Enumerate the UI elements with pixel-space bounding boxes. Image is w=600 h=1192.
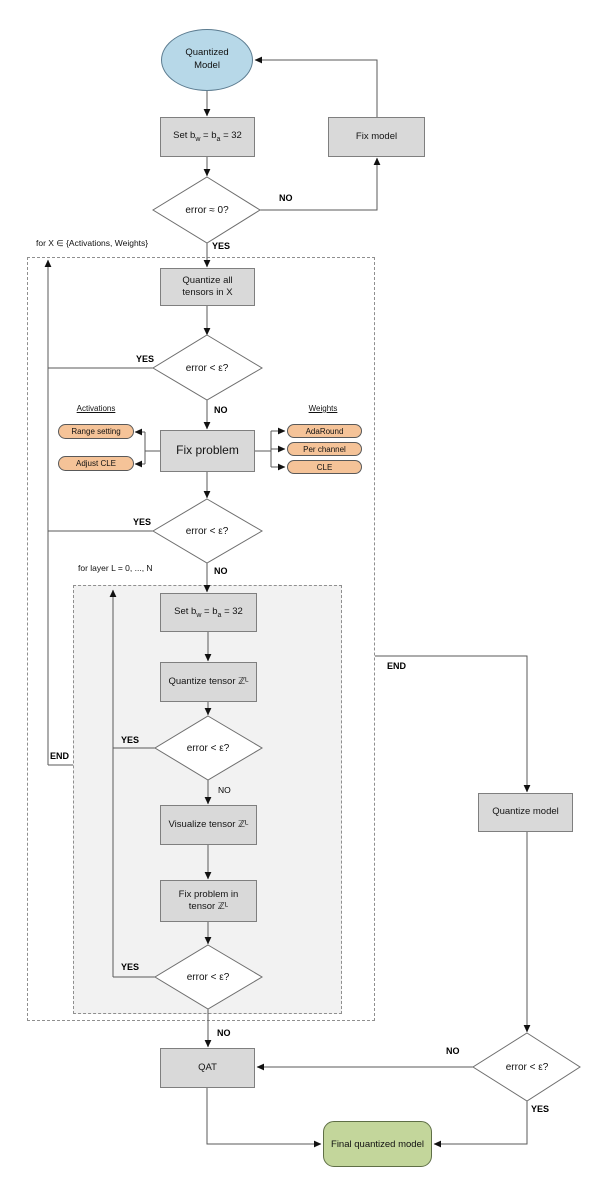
label-no-fix-model: NO (279, 193, 293, 203)
label-no-eps-4: NO (217, 1028, 231, 1038)
set-bitwidth-inner-text: Set bw = ba = 32 (174, 605, 243, 619)
fix-tensor-box: Fix problem in tensor ℤᴸ (160, 880, 257, 922)
label-end-inner-loop: END (50, 751, 70, 761)
label-yes-enter-loop: YES (212, 241, 231, 251)
label-no-eps-1: NO (214, 405, 228, 415)
decision-eps-4 (154, 944, 263, 1010)
label-yes-eps-2: YES (133, 517, 152, 527)
decision-error-zero (152, 176, 261, 244)
label-no-eps-5: NO (446, 1046, 460, 1056)
label-no-eps-2: NO (214, 566, 228, 576)
label-yes-eps-1: YES (136, 354, 155, 364)
label-yes-eps-5: YES (531, 1104, 550, 1114)
outer-loop-label: for X ∈ {Activations, Weights} (36, 238, 149, 248)
edge-d0-no-fixmodel (260, 157, 381, 211)
quantize-model-box: Quantize model (478, 793, 573, 832)
label-no-eps-3: NO (218, 785, 231, 795)
pill-per-channel: Per channel (287, 442, 362, 456)
pill-adjust-cle: Adjust CLE (58, 456, 134, 471)
start-node: Quantized Model (161, 29, 253, 91)
decision-eps-2 (152, 498, 263, 564)
decision-eps-1 (152, 334, 263, 401)
weights-group-title: Weights (308, 404, 338, 413)
edge-fixmodel-to-start (254, 56, 378, 117)
visualize-tensor-box: Visualize tensor ℤᴸ (160, 805, 257, 845)
pill-adaround: AdaRound (287, 424, 362, 438)
decision-eps-5 (472, 1032, 581, 1102)
pill-cle: CLE (287, 460, 362, 474)
inner-loop-label: for layer L = 0, ..., N (78, 563, 153, 573)
edge-qat-to-final (206, 1088, 322, 1148)
fix-problem-box: Fix problem (160, 430, 255, 472)
qat-box: QAT (160, 1048, 255, 1088)
label-end-outer-loop: END (387, 661, 407, 671)
pill-range-setting: Range setting (58, 424, 134, 439)
set-bitwidth-inner-box: Set bw = ba = 32 (160, 593, 257, 632)
edge-outer-end-to-qmodel (375, 655, 531, 793)
set-bitwidth-box: Set bw = ba = 32 (160, 117, 255, 157)
quantize-all-box: Quantize all tensors in X (160, 268, 255, 306)
activations-group-title: Activations (76, 404, 116, 413)
edge-d5-yes-to-final (433, 1101, 528, 1148)
quantize-tensor-box: Quantize tensor ℤᴸ (160, 662, 257, 702)
set-bitwidth-text: Set bw = ba = 32 (173, 130, 242, 143)
fix-model-box: Fix model (328, 117, 425, 157)
label-yes-eps-4: YES (121, 962, 140, 972)
final-model-box: Final quantized model (323, 1121, 432, 1167)
decision-eps-3 (154, 715, 263, 781)
label-yes-eps-3: YES (121, 735, 140, 745)
